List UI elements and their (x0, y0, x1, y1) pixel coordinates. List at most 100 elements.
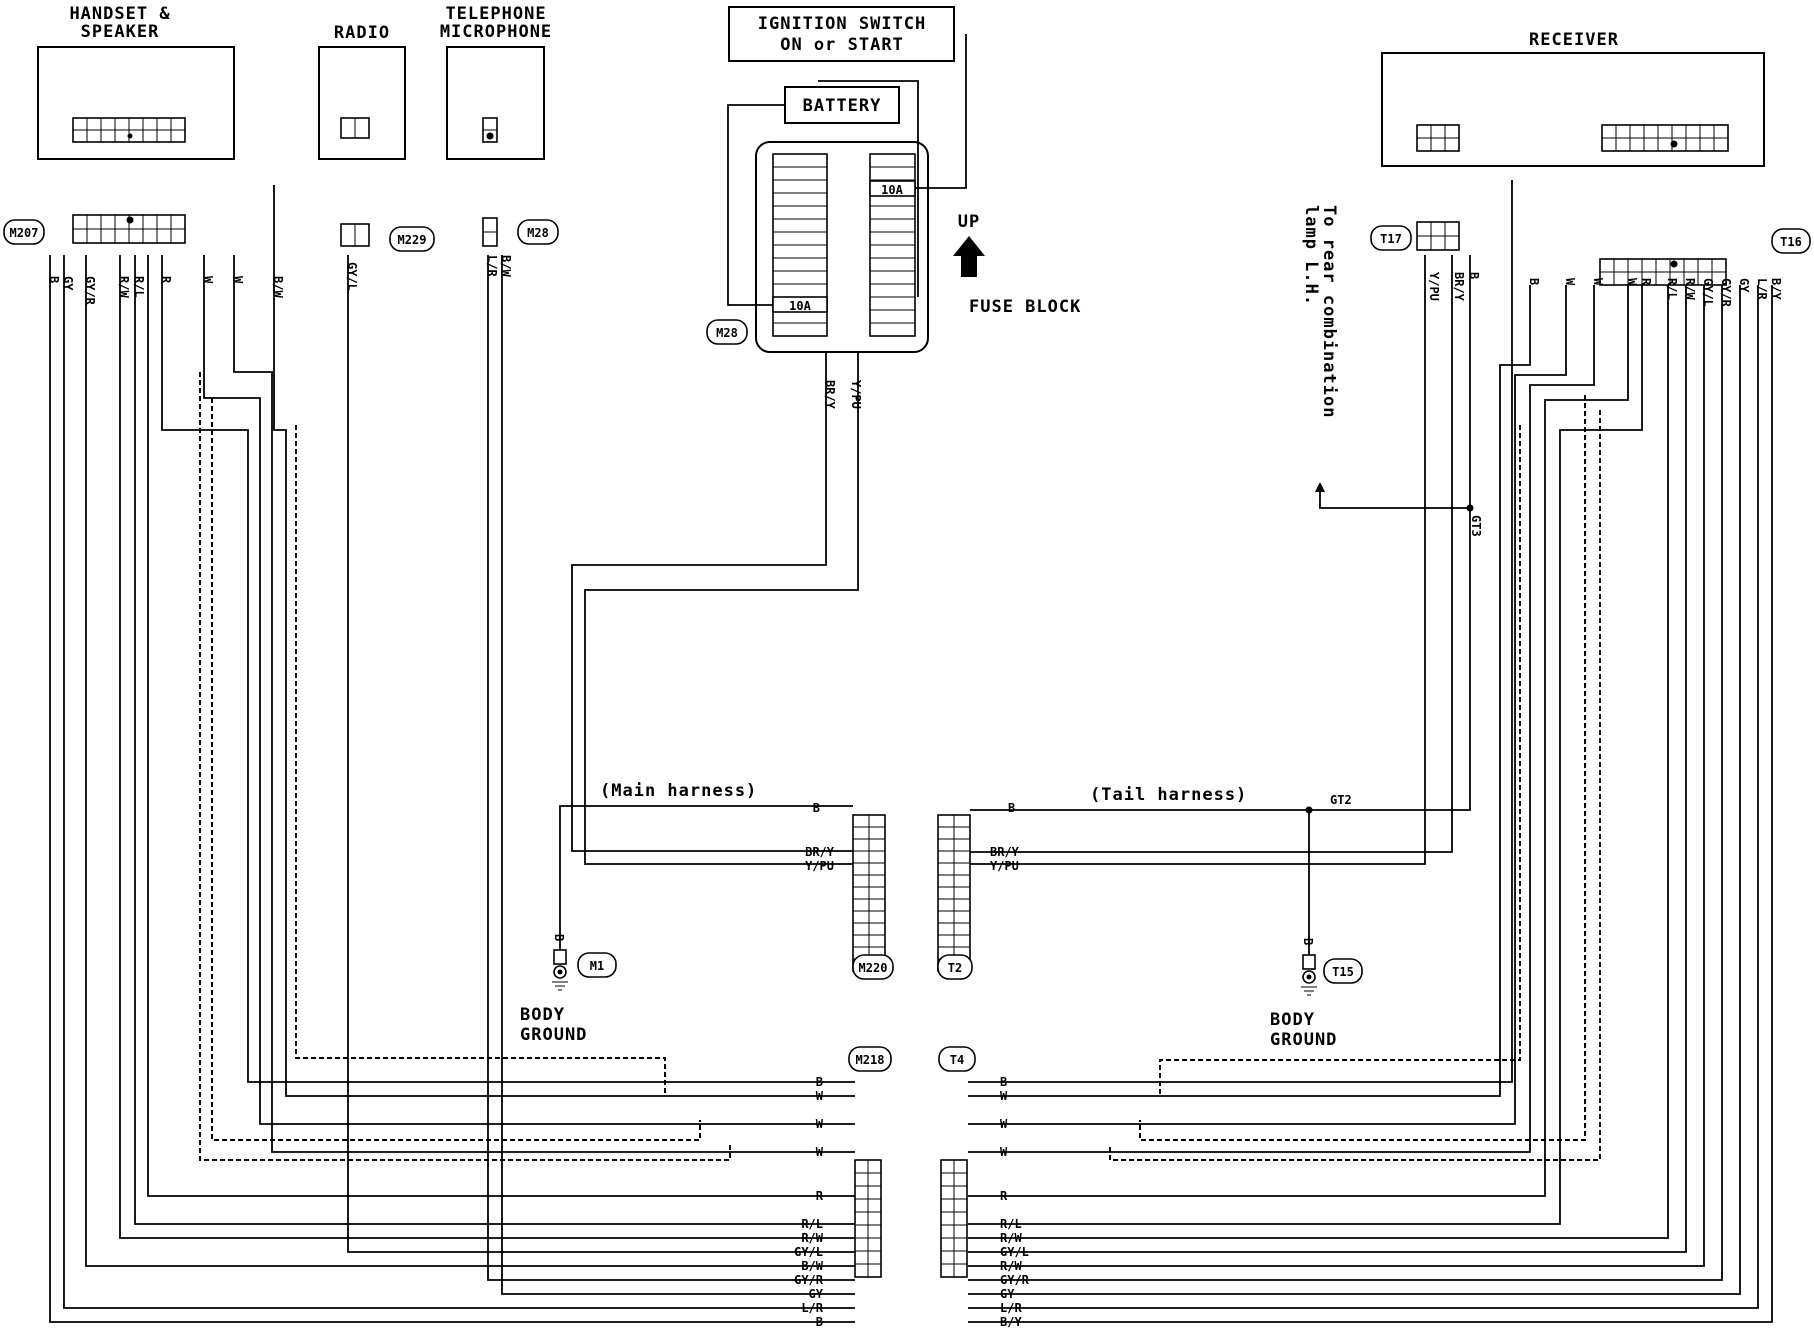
shield-3 (295, 425, 666, 1095)
wire-right-1 (968, 285, 1759, 1309)
up-arrow-icon (953, 236, 985, 277)
connector-m220 (852, 954, 894, 980)
t4-wire-6: R/W (1000, 1231, 1022, 1245)
battery-title: BATTERY (803, 96, 882, 116)
wire-gyl (347, 255, 855, 1253)
t4-wire-2: W (1000, 1117, 1008, 1131)
m220-wire-2: Y/PU (805, 859, 834, 873)
wire-right-w3 (968, 285, 1531, 1097)
t16-wire-5: R/L (1665, 278, 1679, 300)
wire-right-r (968, 285, 1629, 1197)
wire-b-m207 (161, 255, 855, 1083)
connector-t16 (1771, 228, 1811, 254)
fuse-out-wire-0: BR/Y (823, 380, 837, 410)
connector-t15 (1323, 958, 1363, 984)
m28-wire-0: L/R (485, 255, 499, 277)
wire-left-2 (85, 255, 855, 1267)
m218-wire-10: GY (809, 1287, 824, 1301)
rear-lamp-note-1: To rear combination (1319, 205, 1339, 418)
m218-wire-4: R (816, 1189, 824, 1203)
body-ground-1-line-2: GROUND (520, 1025, 587, 1045)
t2-wire-1: BR/Y (990, 845, 1020, 859)
t4-wire-7: GY/L (1000, 1245, 1029, 1259)
m218-connector (854, 1159, 882, 1278)
fuse-10a-right-label: 10A (881, 183, 903, 197)
t16-connector (1599, 258, 1727, 286)
t16-wire-6: R/W (1683, 278, 1697, 300)
body-ground-2-line-1: BODY (1270, 1010, 1315, 1030)
pin-mark (1670, 140, 1678, 148)
wire-ign (818, 80, 919, 297)
wire-t2-bry (970, 255, 1453, 853)
handset-speaker-box (37, 46, 235, 160)
body-ground-2-line-2: GROUND (1270, 1030, 1337, 1050)
wire-right-4 (968, 285, 1705, 1267)
shield-5 (1139, 395, 1586, 1141)
connector-t15-label: T15 (1332, 965, 1354, 979)
wire-t2-ypu (970, 255, 1426, 865)
wire-bry (571, 352, 853, 852)
t4-wire-12: B/Y (1000, 1315, 1022, 1329)
m1-wire: B (552, 934, 566, 941)
fuse-10a-left (772, 296, 828, 313)
mic-title-1: TELEPHONE (445, 4, 546, 24)
receiver-connector-large (1601, 124, 1729, 152)
m207-wire-5: R (159, 276, 173, 284)
connector-m229 (389, 226, 435, 252)
t16-wire-11: B/Y (1769, 278, 1783, 300)
t2-wire-2: Y/PU (990, 859, 1019, 873)
connector-t17 (1370, 225, 1412, 251)
m218-wire-12: B (816, 1315, 823, 1329)
ignition-title-2: ON or START (780, 35, 904, 55)
rear-lamp-note-2: lamp L.H. (1301, 205, 1321, 306)
radio-title: RADIO (334, 23, 390, 43)
m207-wire-4: R/L (132, 276, 146, 298)
up-label: UP (958, 212, 980, 232)
t16-wire-3: W (1625, 278, 1639, 286)
m218-wire-1: W (816, 1089, 824, 1103)
wire-ign-fuse (915, 34, 967, 189)
splice-gt2 (1305, 806, 1313, 814)
t4-wire-5: R/L (1000, 1217, 1022, 1231)
arrow-icon (1315, 482, 1325, 492)
wire-w2 (233, 255, 855, 1153)
receiver-t17-connector (1416, 221, 1460, 251)
m218-wire-11: L/R (801, 1301, 823, 1315)
t15-wire: B (1301, 938, 1315, 945)
wire-right-w1 (968, 285, 1595, 1153)
m218-wire-9: GY/R (794, 1273, 824, 1287)
wire-right-3 (968, 285, 1723, 1281)
tail-harness-label: (Tail harness) (1090, 785, 1247, 805)
wire-ypu (584, 352, 859, 865)
wire-bw (501, 255, 855, 1295)
ground-t15 (1301, 954, 1317, 996)
fuse-10a-left-label: 10A (789, 299, 811, 313)
t2-connector (937, 814, 971, 972)
t16-wire-8: GY/R (1719, 278, 1733, 308)
ignition-switch-box (728, 6, 955, 62)
t4-connector (940, 1159, 968, 1278)
connector-t17-label: T17 (1380, 232, 1402, 246)
gt3-label: GT3 (1469, 515, 1483, 537)
connector-m28-fuse (706, 319, 748, 345)
pin-mark (1670, 260, 1678, 268)
t4-wire-4: R (1000, 1189, 1008, 1203)
main-harness-label: (Main harness) (600, 781, 757, 801)
connector-m207 (3, 219, 45, 245)
m218-wire-0: B (816, 1075, 823, 1089)
connector-m1-label: M1 (590, 959, 604, 973)
m218-wire-8: B/W (801, 1259, 823, 1273)
shield-6 (1159, 425, 1521, 1095)
fuse-block-box (755, 141, 929, 353)
radio-box (318, 46, 406, 160)
connector-t2-label: T2 (948, 961, 962, 975)
connector-m28 (517, 219, 559, 245)
wire-left-1 (63, 255, 855, 1309)
t16-wire-2: W (1591, 278, 1605, 286)
connector-t4 (938, 1046, 976, 1072)
t4-wire-1: W (1000, 1089, 1008, 1103)
t17-wire-2: B (1467, 272, 1481, 279)
m218-wire-6: R/W (801, 1231, 823, 1245)
receiver-connector-small (1416, 124, 1460, 152)
wire-right-6 (968, 285, 1669, 1239)
